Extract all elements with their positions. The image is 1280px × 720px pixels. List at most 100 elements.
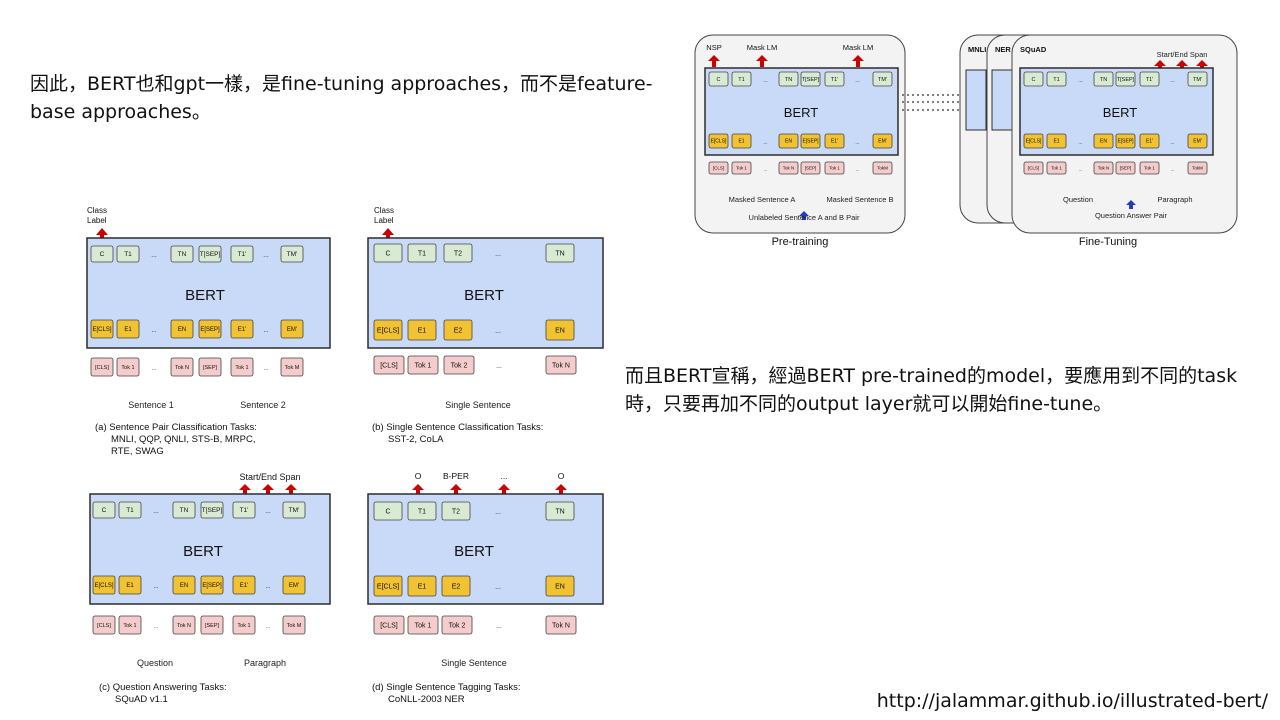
panel-c-token-box bbox=[92, 615, 116, 635]
panel-c-token-box bbox=[118, 615, 142, 635]
finetune-token-text: [CLS] bbox=[1028, 166, 1039, 171]
panel-d-output-text: T1 bbox=[418, 508, 426, 515]
panel-a-token-box bbox=[116, 357, 140, 377]
panel-c-output-box bbox=[200, 501, 224, 519]
finetune-embedding-box bbox=[1046, 133, 1067, 149]
finetune-output-text: T[SEP] bbox=[1117, 77, 1135, 83]
pretrain-embedding-box bbox=[708, 133, 729, 149]
panel-c-embedding-ellipsis: ... bbox=[153, 584, 158, 590]
panel-d-tag-label: ... bbox=[500, 471, 507, 481]
panel-c-caption-2: SQuAD v1.1 bbox=[115, 694, 168, 705]
pretrain-token-text: [SEP] bbox=[805, 166, 817, 171]
panel-b-token-text: Tok 1 bbox=[415, 362, 432, 369]
panel-a-token-ellipsis: ... bbox=[264, 366, 269, 372]
pretrain-bert-label: BERT bbox=[784, 105, 818, 120]
panel-c-output-ellipsis: ... bbox=[153, 508, 159, 515]
panel-d-output-text: T2 bbox=[452, 508, 460, 515]
panel-c-token-ellipsis: ... bbox=[266, 624, 271, 630]
finetune-output-text: TM' bbox=[1193, 77, 1202, 83]
finetune-output-box bbox=[1115, 71, 1136, 87]
panel-d-embedding-text: E1 bbox=[418, 583, 427, 590]
panel-a-output-box bbox=[116, 245, 140, 263]
panel-b-embedding-box bbox=[407, 319, 437, 341]
panel-c-seg1: Question bbox=[137, 658, 173, 668]
panel-b-caption-1: (b) Single Sentence Classification Tasks… bbox=[372, 422, 543, 433]
panel-d-embedding-box bbox=[441, 575, 471, 597]
pretrain-output-text: T1 bbox=[738, 77, 744, 83]
pretrain-output-text: C bbox=[717, 77, 721, 83]
panel-c-embedding-text: E[CLS] bbox=[94, 583, 113, 589]
finetune-output-text: TN bbox=[1100, 77, 1107, 83]
panel-d-token-box bbox=[441, 615, 473, 635]
panel-c-embedding-text: E[SEP] bbox=[202, 583, 222, 589]
pretrain-token-box bbox=[824, 161, 845, 175]
pretrain-embedding-box bbox=[800, 133, 821, 149]
finetune-output-box bbox=[1046, 71, 1067, 87]
panel-d-bert-label: BERT bbox=[454, 543, 494, 560]
panel-b-token-text: [CLS] bbox=[380, 362, 398, 369]
pretrain-embedding-text: E1' bbox=[831, 139, 838, 145]
panel-c-token-text: Tok 1 bbox=[123, 623, 136, 629]
panel-d-tag-arrow bbox=[498, 484, 510, 494]
panel-a-token-box bbox=[170, 357, 194, 377]
panel-a-label-1: Class bbox=[87, 206, 107, 215]
panel-c-caption-1: (c) Question Answering Tasks: bbox=[99, 682, 227, 693]
pretrain-output-ellipsis: ... bbox=[763, 78, 768, 84]
pretrain-embedding-ellipsis: ... bbox=[855, 140, 859, 146]
finetune-output-text: T1' bbox=[1146, 77, 1153, 83]
task-squad: SQuAD bbox=[1020, 45, 1047, 54]
pretrain-token-text: Tok 1 bbox=[736, 166, 747, 171]
pretrain-seg-b: Masked Sentence B bbox=[826, 195, 893, 204]
panel-d-tag-arrow bbox=[555, 484, 567, 494]
pretrain-output-box bbox=[708, 71, 729, 87]
panel-c-embedding-box bbox=[200, 575, 224, 595]
panel-c-embedding-box bbox=[118, 575, 142, 595]
pretrain-token-text: Tok 1 bbox=[829, 166, 840, 171]
panel-a-output-text: TM' bbox=[287, 251, 298, 258]
panel-d-caption-2: CoNLL-2003 NER bbox=[388, 694, 465, 705]
panel-d-embedding-text: E[CLS] bbox=[377, 583, 399, 590]
panel-b-embedding-box bbox=[545, 319, 575, 341]
finetune-output-box bbox=[1139, 71, 1160, 87]
finetune-output-text: C bbox=[1032, 77, 1036, 83]
panel-b-embedding-text: E[CLS] bbox=[377, 327, 399, 334]
panel-c-embedding-text: E1' bbox=[240, 583, 248, 589]
finetune-span-arrow bbox=[1196, 60, 1208, 69]
pretrain-embedding-box bbox=[872, 133, 893, 149]
panel-c-output-box bbox=[172, 501, 196, 519]
panel-a-caption-1: (a) Sentence Pair Classification Tasks: bbox=[95, 422, 257, 433]
panel-d-embedding-text: E2 bbox=[452, 583, 461, 590]
panel-b-output-text: C bbox=[385, 250, 390, 257]
panel-b-class-arrow bbox=[382, 228, 394, 239]
panel-d-token-text: [CLS] bbox=[380, 622, 398, 629]
finetune-seg-a: Question bbox=[1063, 195, 1093, 204]
finetune-output-box bbox=[1187, 71, 1208, 87]
panel-d-token-ellipsis: ... bbox=[496, 623, 502, 630]
panel-d-token-text: Tok 2 bbox=[449, 622, 466, 629]
finetune-seg-b: Paragraph bbox=[1157, 195, 1192, 204]
panel-d-token-text: Tok N bbox=[552, 622, 570, 629]
finetune-embedding-text: EM' bbox=[1193, 139, 1202, 145]
pretrain-head-label: Mask LM bbox=[747, 43, 777, 52]
panel-a-embedding-text: E[SEP] bbox=[200, 327, 220, 333]
panel-c-embedding-box bbox=[172, 575, 196, 595]
pretrain-token-text: [CLS] bbox=[713, 166, 724, 171]
pretrain-heads: NSP Mask LM Mask LM bbox=[706, 43, 873, 67]
panel-c-token-box bbox=[232, 615, 256, 635]
panel-d-embedding-text: EN bbox=[555, 583, 565, 590]
finetune-pair-arrow bbox=[1126, 200, 1136, 209]
pretrain-token-row: [CLS]Tok 1...Tok N[SEP]Tok 1...TokM bbox=[708, 161, 893, 175]
finetune-token-box bbox=[1023, 161, 1044, 175]
panel-a-embedding-text: EM' bbox=[287, 327, 297, 333]
panel-d-output-box bbox=[545, 501, 575, 521]
pretrain-head-label: Mask LM bbox=[843, 43, 873, 52]
finetune-embedding-ellipsis: ... bbox=[1078, 140, 1082, 146]
pretrain-seg-a: Masked Sentence A bbox=[729, 195, 796, 204]
panel-a-caption-3: RTE, SWAG bbox=[111, 446, 164, 457]
pretrain-embedding-ellipsis: ... bbox=[763, 140, 767, 146]
pretrain-head-label: NSP bbox=[706, 43, 721, 52]
panel-a-embedding-box bbox=[116, 319, 140, 339]
panel-a-token-ellipsis: ... bbox=[152, 366, 157, 372]
